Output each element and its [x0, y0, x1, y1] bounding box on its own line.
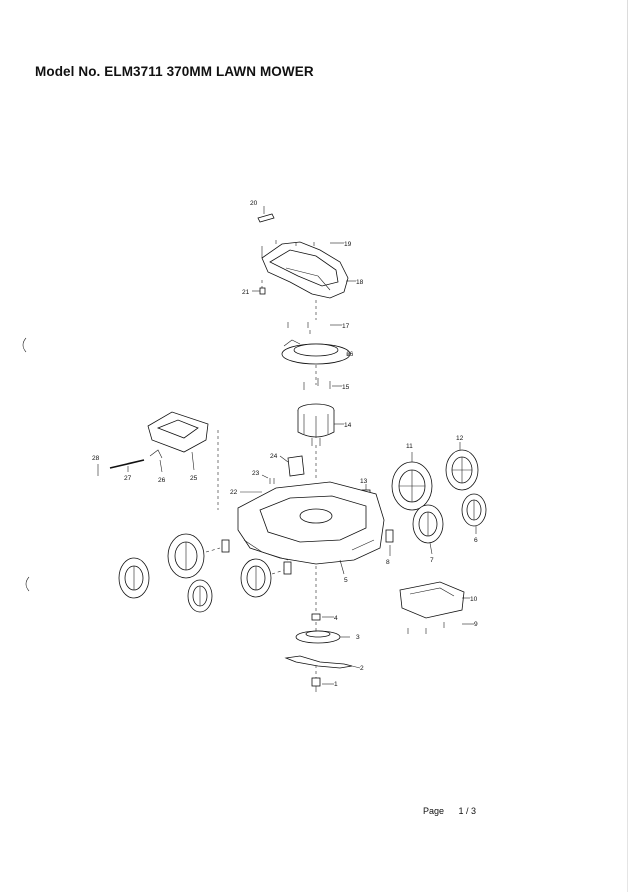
part-25-switch-housing: [147, 411, 209, 471]
part-15-screws: [303, 378, 342, 390]
part-27-rod: [109, 459, 145, 472]
callout-5: 5: [344, 577, 348, 584]
part-8-clip: [385, 529, 394, 556]
scan-mark: [22, 337, 27, 353]
callout-28: 28: [92, 455, 100, 462]
part-26-spring: [149, 449, 163, 473]
callout-7: 7: [430, 557, 434, 564]
wheel-clip: [221, 539, 292, 575]
callout-3: 3: [356, 634, 360, 641]
part-3-blade-adapter: [295, 630, 350, 644]
callout-1: 1: [334, 681, 338, 688]
callout-20: 20: [250, 200, 258, 207]
part-17-screws: [287, 322, 342, 334]
callout-12: 12: [456, 435, 464, 442]
callout-6: 6: [474, 537, 478, 544]
callout-15: 15: [342, 384, 350, 391]
part-9-screws: [407, 622, 474, 634]
part-23-screw: [261, 474, 275, 484]
callout-25: 25: [190, 475, 198, 482]
callout-9: 9: [474, 621, 478, 628]
page-number: 1 / 3: [458, 806, 477, 816]
callout-27: 27: [124, 475, 132, 482]
callout-2: 2: [360, 665, 364, 672]
part-20-clip: [257, 206, 275, 223]
part-11-wheel: [391, 452, 433, 511]
callout-23: 23: [252, 470, 260, 477]
part-4-nut: [311, 613, 334, 621]
front-wheel: [187, 579, 213, 613]
callout-26: 26: [158, 477, 166, 484]
page-label: Page: [423, 806, 445, 816]
callout-14: 14: [344, 422, 352, 429]
scan-mark: [25, 576, 30, 592]
part-24-capacitor: [279, 455, 305, 477]
callout-11: 11: [406, 443, 413, 450]
part-7-wheel: [412, 504, 444, 555]
part-18-top-cover: [261, 240, 356, 299]
front-wheel: [240, 558, 285, 598]
callout-18: 18: [356, 279, 364, 286]
part-5-mower-deck: [237, 481, 385, 575]
part-21-screw: [252, 280, 266, 295]
callout-10: 10: [470, 596, 478, 603]
part-16-fan-cover: [281, 339, 351, 365]
front-wheel: [118, 557, 150, 599]
scan-edge: [627, 0, 628, 892]
part-14-motor: [297, 403, 344, 446]
part-6-wheel: [461, 493, 487, 534]
callout-13: 13: [360, 478, 368, 485]
callout-8: 8: [386, 559, 390, 566]
callout-19: 19: [344, 241, 352, 248]
callout-22: 22: [230, 489, 238, 496]
part-12-wheel: [445, 442, 479, 491]
callout-17: 17: [342, 323, 350, 330]
page-footer: Page 1 / 3: [423, 806, 476, 816]
page-title: Model No. ELM3711 370MM LAWN MOWER: [35, 64, 314, 79]
callout-16: 16: [346, 351, 354, 358]
front-wheel: [167, 533, 221, 579]
callout-24: 24: [270, 453, 278, 460]
callout-21: 21: [242, 289, 250, 296]
part-10-rear-flap: [399, 581, 470, 619]
part-2-blade: [284, 655, 361, 669]
part-1-bolt: [311, 677, 334, 692]
callout-4: 4: [334, 615, 338, 622]
